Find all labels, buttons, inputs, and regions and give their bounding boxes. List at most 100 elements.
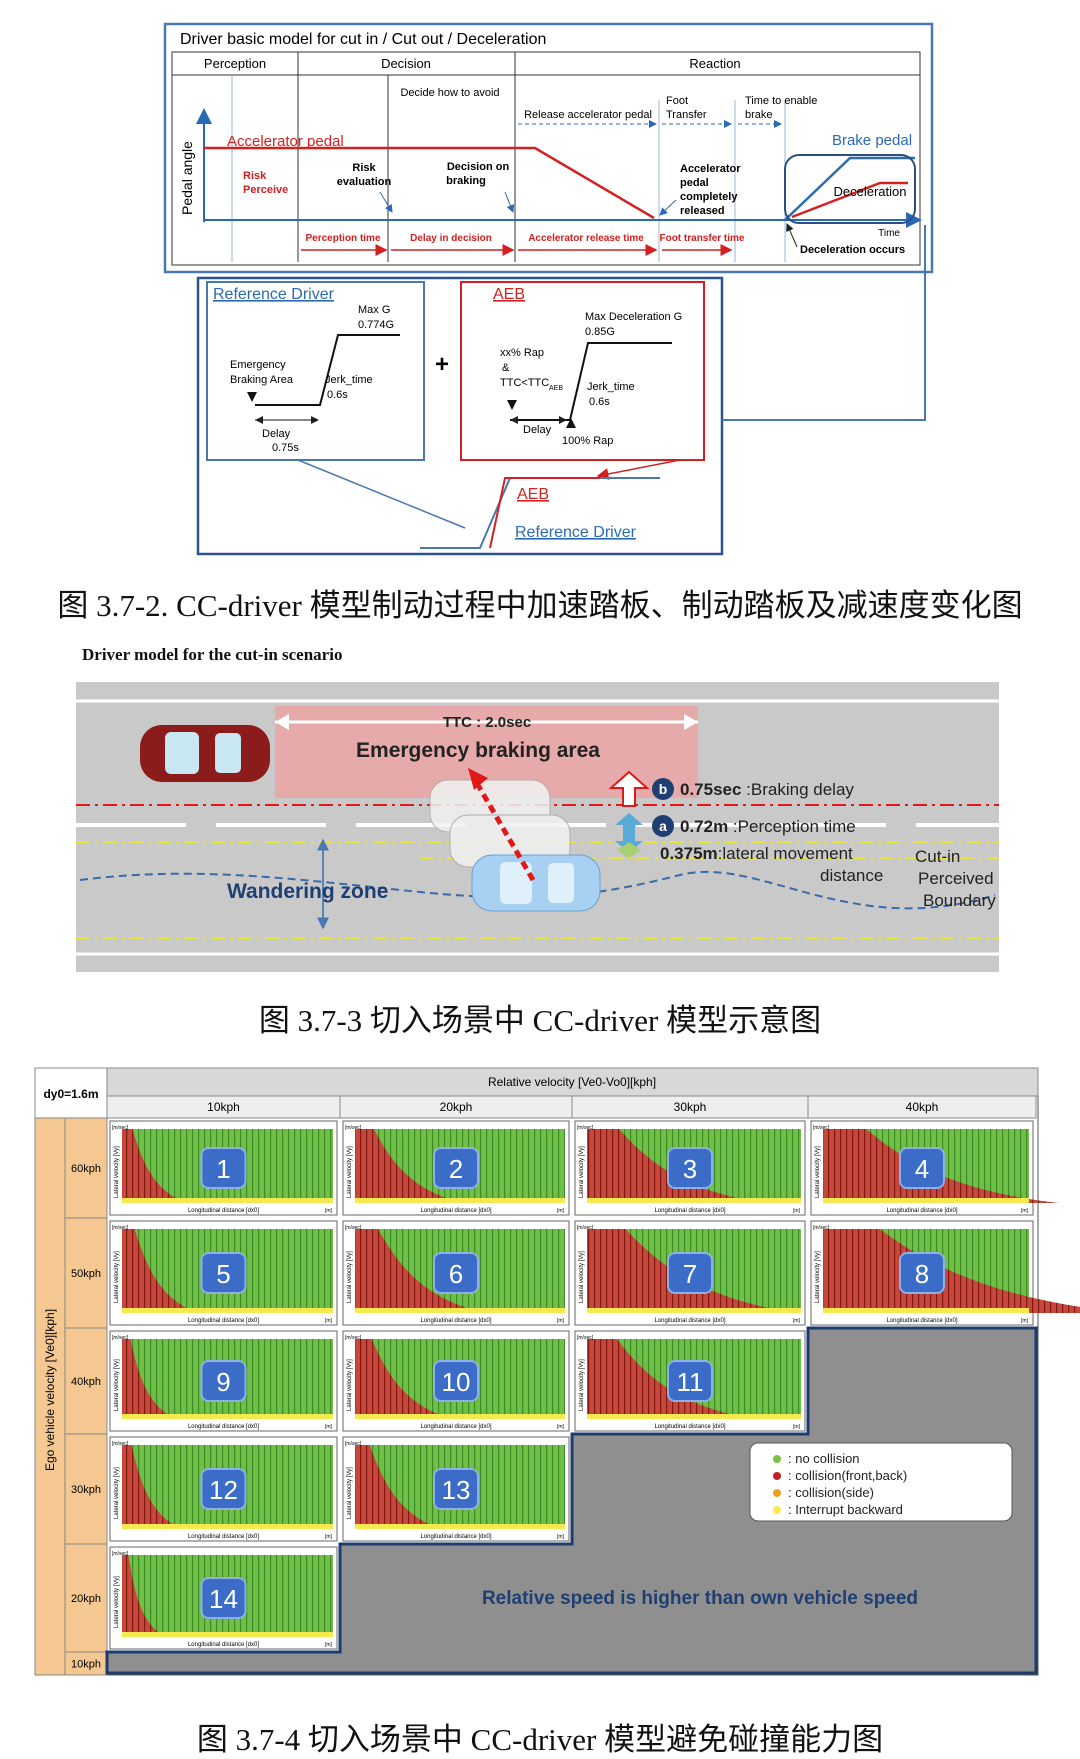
- plot-cell-8: [m/sec]Lateral velocity [Vy]Longitudinal…: [810, 1220, 1080, 1326]
- perception-value: 0.72m: [680, 817, 728, 836]
- axis-y-label: Lateral velocity [Vy]: [347, 1359, 353, 1411]
- emergency-area-label: Emergency braking area: [356, 739, 600, 762]
- axis-y-label: Lateral velocity [Vy]: [815, 1251, 821, 1303]
- cell-number-badge: [433, 1468, 479, 1510]
- row-header-20kph: 20kph: [71, 1593, 101, 1605]
- axis-x-label: Longitudinal distance [dx0]: [188, 1424, 259, 1430]
- plot-cell-6: [m/sec] Lateral velocity [Vy] Longitudinal…: [342, 1220, 570, 1326]
- cell-number-2: 2: [449, 1154, 463, 1184]
- plot-cell-11: [m/sec]Lateral velocity [Vy]Longitudinal…: [574, 1330, 806, 1432]
- cell-number-11: 11: [677, 1367, 704, 1397]
- gray-region: [105, 1326, 1038, 1675]
- axis-x-label: Longitudinal distance [dx0]: [188, 1642, 259, 1648]
- unit-y-label: [m/sec]: [577, 1225, 594, 1231]
- unit-y-label: [m/sec]: [345, 1225, 362, 1231]
- brake-pedal-line: [784, 156, 915, 221]
- unit-x-label: [m]: [793, 1208, 801, 1214]
- interval-perception: Perception time: [305, 233, 380, 244]
- unit-x-label: [m]: [557, 1534, 565, 1540]
- axis-y-label: Lateral velocity [Vy]: [347, 1467, 353, 1519]
- unit-x-label: [m]: [557, 1424, 565, 1430]
- unit-x-label: [m]: [1021, 1318, 1029, 1324]
- axis-y-label: Lateral velocity [Vy]: [114, 1467, 120, 1519]
- cell-number-badge: [667, 1147, 713, 1189]
- lateral-text-1: :lateral movement: [718, 844, 853, 863]
- axis-x-label: Longitudinal distance [dx0]: [420, 1318, 491, 1324]
- cell-number-8: 8: [915, 1259, 929, 1289]
- acc-released-4: released: [680, 205, 725, 217]
- axis-y-label: Lateral velocity [Vy]: [347, 1146, 353, 1198]
- ref-delay-2: 0.75s: [272, 442, 299, 454]
- svg-text:0.72m :Perception time: 0.72m :Perception time: [680, 817, 856, 836]
- row-header-50kph: 50kph: [71, 1268, 101, 1280]
- aeb-jerk-2: 0.6s: [589, 396, 610, 408]
- plot-cell-5: [m/sec]Lateral velocity [Vy]Longitudinal…: [109, 1220, 338, 1326]
- braking-delay-value: 0.75sec: [680, 780, 741, 799]
- risk-perceive-2: Perceive: [243, 184, 288, 196]
- cell-number-badge: [899, 1147, 945, 1189]
- unit-y-label: [m/sec]: [112, 1551, 129, 1557]
- legend-item: : collision(front,back): [788, 1468, 907, 1483]
- legend-box: [749, 1442, 1013, 1522]
- deceleration-box: [784, 154, 916, 224]
- unit-x-label: [m]: [325, 1424, 333, 1430]
- cell-number-1: 1: [216, 1154, 230, 1184]
- dy0-label: dy0=1.6m: [43, 1087, 98, 1101]
- plot-cell-3: [m/sec]Lateral velocity [Vy]Longitudinal…: [574, 1120, 806, 1216]
- col-header-30kph: 30kph: [674, 1100, 707, 1114]
- ref-emergency-1: Emergency: [230, 359, 286, 371]
- cell-number-badge: [667, 1252, 713, 1294]
- perception-text: :Perception time: [728, 817, 856, 836]
- unit-x-label: [m]: [325, 1642, 333, 1648]
- aeb-rap-1: xx% Rap: [500, 347, 544, 359]
- aeb-max-1: Max Deceleration G: [585, 311, 682, 323]
- cutin-boundary-1: Cut-in: [915, 847, 960, 866]
- foot-transfer-1: Foot: [666, 95, 688, 107]
- plot-cell-2: [m/sec]Lateral velocity [Vy]Longitudinal…: [342, 1120, 570, 1216]
- cell-number-badge: [200, 1468, 247, 1510]
- col-header-40kph: 40kph: [906, 1100, 939, 1114]
- cell-number-badge: [899, 1252, 945, 1294]
- cell-number-4: 4: [915, 1154, 929, 1184]
- aeb-ttc: TTC<TTC: [500, 377, 549, 389]
- risk-eval-2: evaluation: [337, 176, 392, 188]
- axis-x-label: Longitudinal distance [dx0]: [886, 1208, 957, 1214]
- decide-how-to-avoid: Decide how to avoid: [400, 87, 499, 99]
- pedal-angle-label: Pedal angle: [179, 141, 195, 215]
- risk-perceive-1: Risk: [243, 170, 267, 182]
- aeb-ttc-sub: AEB: [549, 385, 563, 392]
- reference-driver-box: [206, 281, 425, 461]
- axis-y-label: Lateral velocity [Vy]: [114, 1146, 120, 1198]
- row-header-60kph: 60kph: [71, 1163, 101, 1175]
- cell-number-5: 5: [216, 1259, 230, 1289]
- axis-x-label: Longitudinal distance [dx0]: [886, 1318, 957, 1324]
- cell-number-badge: [200, 1360, 247, 1402]
- cell-number-10: 10: [442, 1367, 471, 1397]
- legend-item: : collision(side): [788, 1485, 874, 1500]
- aeb-jerk-1: Jerk_time: [587, 381, 635, 393]
- plot-cell-13: [m/sec]Lateral velocity [Vy]Longitudinal…: [342, 1436, 570, 1542]
- cutin-boundary-3: Boundary: [923, 891, 996, 910]
- col-header-20kph: 20kph: [440, 1100, 473, 1114]
- bottom-ref-driver-label: Reference Driver: [515, 524, 637, 541]
- plot-cell-7: [m/sec]Lateral velocity [Vy]Longitudinal…: [574, 1220, 806, 1326]
- fig2-title: Driver model for the cut-in scenario: [82, 645, 343, 664]
- unit-y-label: [m/sec]: [112, 1335, 129, 1341]
- unit-y-label: [m/sec]: [112, 1125, 129, 1131]
- time-to-enable-1: Time to enable: [745, 95, 817, 107]
- aeb-rap-2: &: [502, 362, 510, 374]
- caption-fig-3-7-3: 图 3.7-3 切入场景中 CC-driver 模型示意图: [258, 1003, 822, 1038]
- bottom-aeb-label: AEB: [517, 486, 549, 503]
- row-header-30kph: 30kph: [71, 1484, 101, 1496]
- svg-text:0.375m:lateral movement: 0.375m:lateral movement: [660, 844, 853, 863]
- acc-released-2: pedal: [680, 177, 709, 189]
- lateral-value: 0.375m: [660, 844, 718, 863]
- axis-y-label: Lateral velocity [Vy]: [347, 1251, 353, 1303]
- cell-number-13: 13: [442, 1475, 471, 1505]
- cell-number-badge: [433, 1252, 479, 1294]
- ttc-label: TTC : 2.0sec: [443, 714, 531, 731]
- unit-x-label: [m]: [793, 1424, 801, 1430]
- legend-item: : Interrupt backward: [788, 1502, 903, 1517]
- decision-braking-1: Decision on: [447, 161, 510, 173]
- ref-max-g-2: 0.774G: [358, 319, 394, 331]
